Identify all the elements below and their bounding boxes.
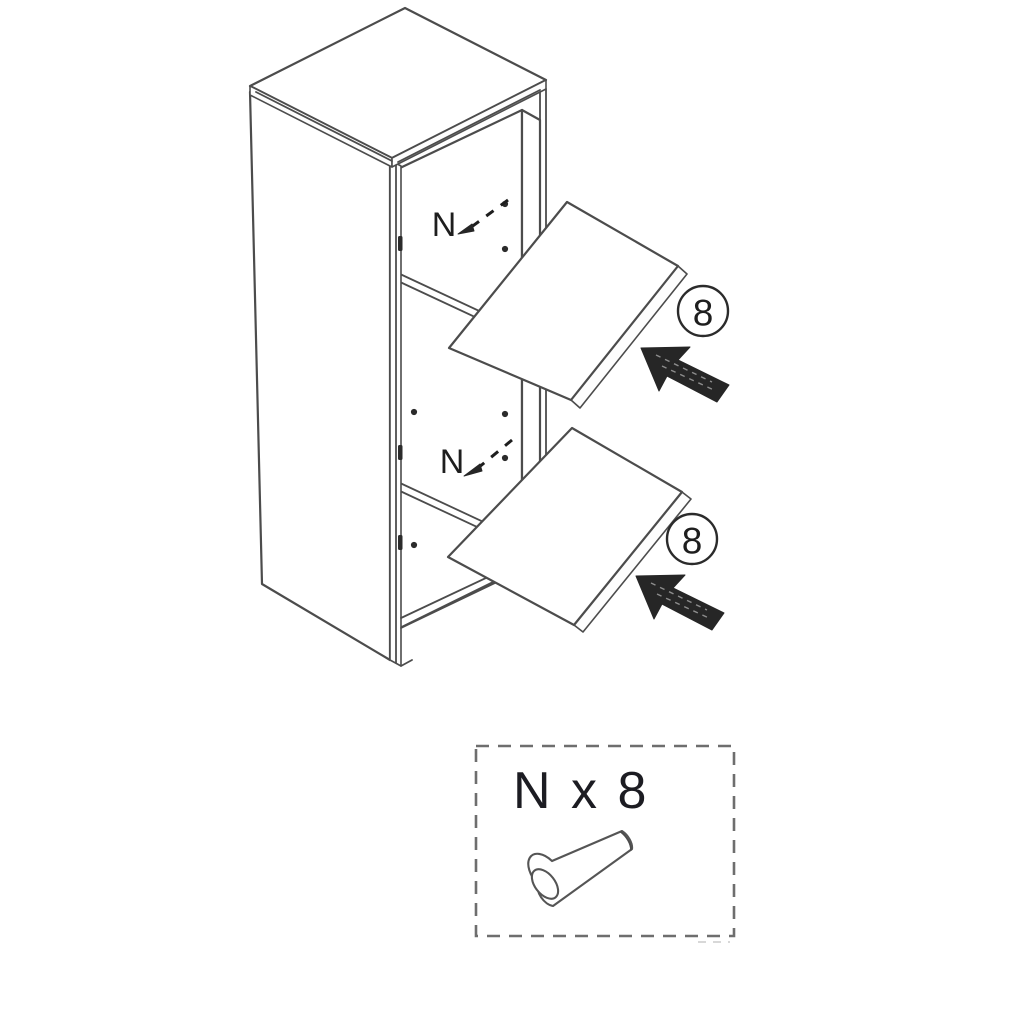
lower-insert-arrow [635, 574, 725, 631]
parts-label: N x 8 [513, 762, 649, 820]
dowel-pin-icon [527, 829, 634, 908]
lower-shelf-panel [446, 426, 692, 633]
cabinet-top-board [248, 6, 548, 168]
upper-callout-letter: N [432, 206, 457, 244]
lower-shelf-badge: 8 [665, 512, 719, 566]
upper-shelf-badge: 8 [676, 284, 730, 338]
cabinet-front-stile [389, 159, 402, 667]
upper-shelf-callout: N [432, 198, 509, 244]
lower-shelf-callout: N [440, 438, 513, 481]
upper-insert-arrow [640, 346, 730, 403]
cabinet-left-side-panel [248, 90, 392, 662]
upper-shelf-panel [447, 200, 688, 409]
cabinet-carcass [248, 6, 548, 667]
lower-dowel-holes [398, 408, 509, 550]
parts-callout-box: N x 8 [474, 744, 736, 943]
lower-badge-value: 8 [682, 521, 703, 562]
upper-badge-value: 8 [693, 293, 714, 334]
lower-callout-letter: N [440, 443, 465, 481]
